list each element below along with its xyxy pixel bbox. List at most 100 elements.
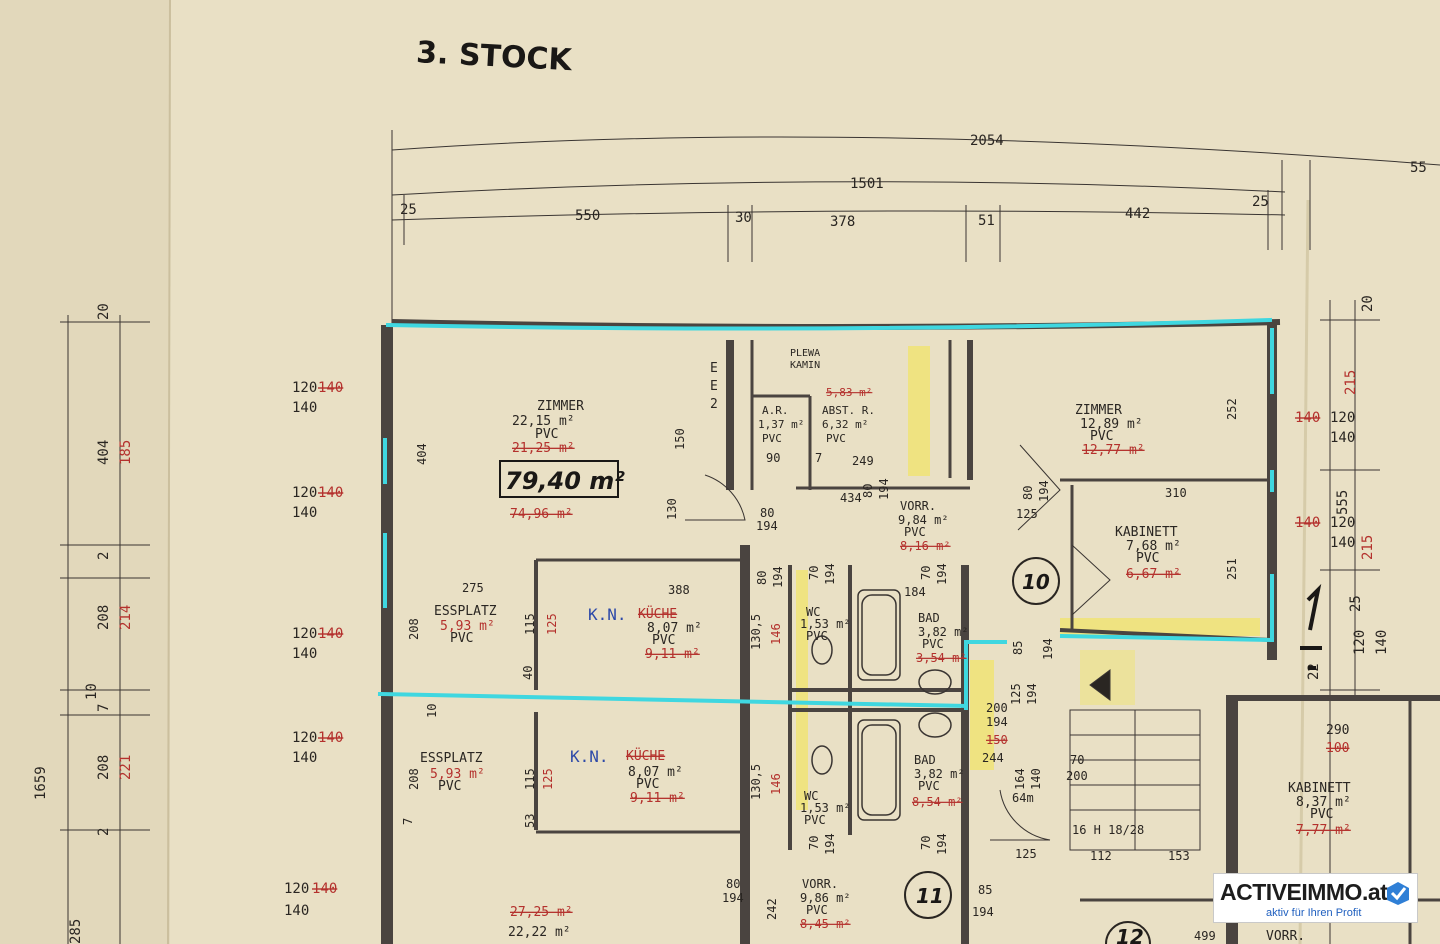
- svg-text:140: 140: [292, 505, 317, 521]
- svg-text:200: 200: [986, 701, 1008, 715]
- svg-text:ZIMMER: ZIMMER: [1075, 403, 1122, 418]
- svg-text:PVC: PVC: [762, 432, 782, 445]
- svg-text:70: 70: [1070, 753, 1084, 767]
- svg-text:194: 194: [1037, 480, 1051, 502]
- svg-text:125: 125: [541, 768, 555, 790]
- svg-text:388: 388: [668, 583, 690, 597]
- stairwell: [1069, 669, 1201, 851]
- svg-text:53: 53: [523, 814, 537, 828]
- svg-text:146: 146: [769, 773, 783, 795]
- svg-text:70: 70: [919, 566, 933, 580]
- svg-text:434: 434: [840, 491, 862, 505]
- svg-text:10: 10: [84, 683, 100, 700]
- svg-text:K.N.: K.N.: [570, 747, 609, 766]
- svg-text:KABINETT: KABINETT: [1288, 781, 1351, 796]
- svg-text:70: 70: [807, 836, 821, 850]
- svg-text:80: 80: [755, 571, 769, 585]
- svg-text:80: 80: [1021, 486, 1035, 500]
- unit-11-circle: [904, 871, 952, 919]
- top-dimensions: 2054 1501 25 550 30 378 51 442 25 55: [400, 133, 1427, 230]
- svg-text:A.R.: A.R.: [762, 404, 789, 417]
- svg-text:PVC: PVC: [438, 779, 461, 794]
- svg-text:PVC: PVC: [1310, 807, 1333, 822]
- svg-text:PVC: PVC: [450, 631, 473, 646]
- svg-text:70: 70: [807, 566, 821, 580]
- svg-text:KABINETT: KABINETT: [1115, 525, 1178, 540]
- svg-text:244: 244: [982, 751, 1004, 765]
- svg-text:1,53 m²: 1,53 m²: [800, 617, 851, 631]
- svg-text:115: 115: [523, 768, 537, 790]
- svg-text:25: 25: [1252, 194, 1269, 210]
- svg-text:499: 499: [1194, 929, 1216, 943]
- svg-text:PVC: PVC: [826, 432, 846, 445]
- bathtubs: [811, 589, 952, 821]
- svg-text:55: 55: [1410, 160, 1427, 176]
- svg-text:140: 140: [1029, 768, 1043, 790]
- svg-text:ABST. R.: ABST. R.: [822, 404, 875, 417]
- unit-10-labels: ZIMMER 22,15 m² PVC 21,25 m² 79,40 m² 74…: [434, 348, 1181, 665]
- svg-text:194: 194: [771, 566, 785, 588]
- svg-text:2: 2: [710, 397, 718, 412]
- unit-12-circle: [1105, 921, 1151, 944]
- svg-text:12: 12: [1116, 925, 1144, 944]
- svg-text:140: 140: [284, 903, 309, 919]
- svg-text:ZIMMER: ZIMMER: [537, 399, 584, 414]
- svg-text:25: 25: [1348, 595, 1364, 612]
- svg-text:194: 194: [1025, 683, 1039, 705]
- svg-text:100: 100: [1326, 741, 1349, 756]
- svg-text:404: 404: [415, 443, 429, 465]
- svg-text:PVC: PVC: [1090, 429, 1113, 444]
- svg-text:5,93 m²: 5,93 m²: [440, 619, 495, 634]
- svg-text:7: 7: [401, 818, 415, 825]
- svg-text:9,86 m²: 9,86 m²: [800, 891, 851, 905]
- total-area-box: [499, 460, 619, 498]
- svg-text:442: 442: [1125, 206, 1150, 222]
- svg-text:140: 140: [1330, 430, 1355, 446]
- svg-text:1659: 1659: [33, 766, 49, 800]
- svg-text:140: 140: [318, 380, 343, 396]
- svg-text:115: 115: [523, 613, 537, 635]
- svg-text:WC: WC: [806, 605, 820, 619]
- svg-text:120: 120: [1330, 410, 1355, 426]
- svg-text:140: 140: [312, 881, 337, 897]
- svg-text:PLEWA: PLEWA: [790, 348, 820, 359]
- svg-text:214: 214: [118, 605, 134, 630]
- svg-text:PVC: PVC: [1136, 551, 1159, 566]
- unit-12-labels: 12 VORR. 290 100 KABINETT 8,37 m² PVC 7,…: [1116, 723, 1351, 944]
- svg-text:10: 10: [1022, 570, 1050, 594]
- svg-text:194: 194: [935, 833, 949, 855]
- binding-fold: [167, 0, 171, 944]
- svg-text:140: 140: [292, 750, 317, 766]
- svg-text:140: 140: [1295, 515, 1320, 531]
- svg-text:120: 120: [1352, 630, 1368, 655]
- svg-text:30: 30: [735, 210, 752, 226]
- svg-text:5,93 m²: 5,93 m²: [430, 767, 485, 782]
- svg-text:120: 120: [292, 380, 317, 396]
- svg-text:12,89 m²: 12,89 m²: [1080, 417, 1143, 432]
- svg-text:90: 90: [766, 451, 780, 465]
- svg-text:120: 120: [292, 730, 317, 746]
- svg-text:8,16 m²: 8,16 m²: [900, 539, 951, 553]
- unit-outline: [377, 317, 1275, 710]
- svg-text:3,82 m²: 3,82 m²: [914, 767, 965, 781]
- svg-text:80: 80: [726, 877, 740, 891]
- svg-text:194: 194: [877, 478, 891, 500]
- unit-11-labels: ESSPLATZ 5,93 m² PVC K.N. KÜCHE 8,07 m² …: [420, 747, 965, 940]
- svg-text:194: 194: [935, 563, 949, 585]
- svg-text:140: 140: [318, 626, 343, 642]
- svg-text:140: 140: [292, 400, 317, 416]
- svg-text:146: 146: [769, 623, 783, 645]
- svg-text:194: 194: [986, 715, 1008, 729]
- svg-text:140: 140: [292, 646, 317, 662]
- svg-text:21,25 m²: 21,25 m²: [512, 441, 575, 456]
- svg-text:WC: WC: [804, 789, 818, 803]
- svg-text:125: 125: [545, 613, 559, 635]
- svg-text:20: 20: [96, 303, 112, 320]
- svg-text:130,5: 130,5: [749, 764, 763, 800]
- svg-text:22: 22: [1306, 663, 1322, 680]
- svg-text:249: 249: [852, 454, 874, 468]
- svg-text:194: 194: [756, 519, 778, 533]
- svg-text:153: 153: [1168, 849, 1190, 863]
- svg-text:22,22 m²: 22,22 m²: [508, 925, 571, 940]
